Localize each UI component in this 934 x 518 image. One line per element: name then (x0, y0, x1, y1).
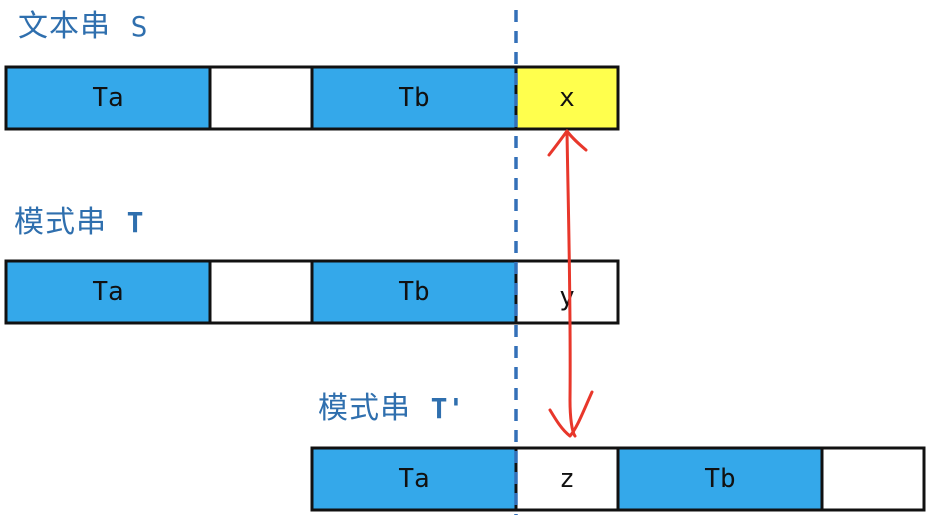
pattern-t-prime-cell-ta (310, 446, 518, 512)
pattern-t-label-var: T (127, 206, 144, 239)
text-string-label: 文本串 S (18, 9, 148, 44)
pattern-t-prime-cell-tb-text: Tb (704, 464, 735, 494)
compare-arrow-icon (547, 129, 594, 438)
text-string-cell-x-text: x (559, 83, 575, 113)
pattern-t-prime-label: 模式串 T' (318, 391, 464, 426)
text-string-cell-ta (4, 65, 212, 131)
text-string-cell-ta-text: Ta (92, 83, 123, 113)
pattern-t-cell-tb (310, 259, 518, 325)
pattern-t-prime-label-var: T' (431, 392, 465, 425)
text-string-cell-tb-text: Tb (398, 83, 429, 113)
pattern-t-cell-ta-text: Ta (92, 277, 123, 307)
pattern-t-row: Ta Tb y (4, 259, 620, 325)
pattern-t-prime-label-cn: 模式串 (318, 391, 411, 426)
pattern-t-prime-cell-ta-text: Ta (398, 464, 429, 494)
text-string-cell-x (514, 65, 620, 131)
pattern-t-prime-cell-end (820, 446, 926, 512)
pattern-t-cell-gap (208, 259, 314, 325)
text-string-row: Ta Tb x (4, 65, 620, 131)
pattern-t-cell-y-text: y (559, 282, 575, 312)
pattern-t-label: 模式串 T (14, 205, 144, 240)
text-string-label-cn: 文本串 (18, 9, 111, 44)
pattern-t-label-cn: 模式串 (14, 205, 107, 240)
pattern-t-prime-row: Ta z Tb (310, 446, 926, 512)
text-string-cell-tb (310, 65, 518, 131)
pattern-t-prime-cell-z-text: z (559, 464, 575, 494)
pattern-t-cell-tb-text: Tb (398, 277, 429, 307)
text-string-cell-gap (208, 65, 314, 131)
pattern-t-prime-cell-tb (616, 446, 824, 512)
text-string-label-var: S (131, 10, 148, 43)
